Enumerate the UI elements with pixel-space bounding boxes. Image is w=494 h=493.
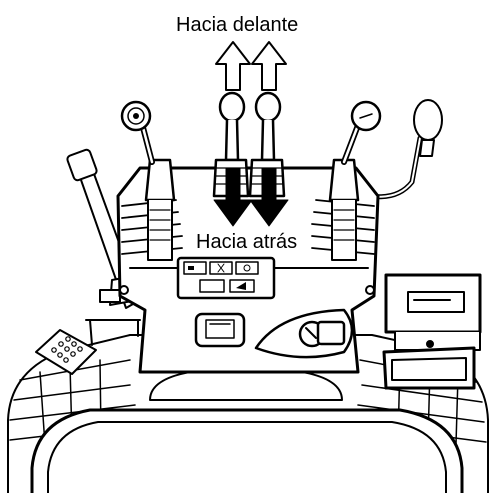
forward-arrow-right [251, 41, 287, 91]
flip-box [382, 273, 482, 390]
forward-arrow-left [215, 41, 251, 91]
backward-arrow-left [213, 167, 253, 227]
travel-lever-right [248, 91, 286, 198]
joystick-right [328, 100, 382, 261]
control-console [116, 166, 380, 374]
forward-arrows [215, 41, 287, 91]
forward-label: Hacia delante [176, 14, 299, 36]
backward-arrows [213, 167, 289, 227]
backward-arrow-right [249, 167, 289, 227]
keypad-icon [35, 319, 141, 375]
joystick-left [120, 100, 176, 261]
machine-body-base [7, 334, 489, 493]
backward-label: Hacia atrás [194, 231, 300, 253]
